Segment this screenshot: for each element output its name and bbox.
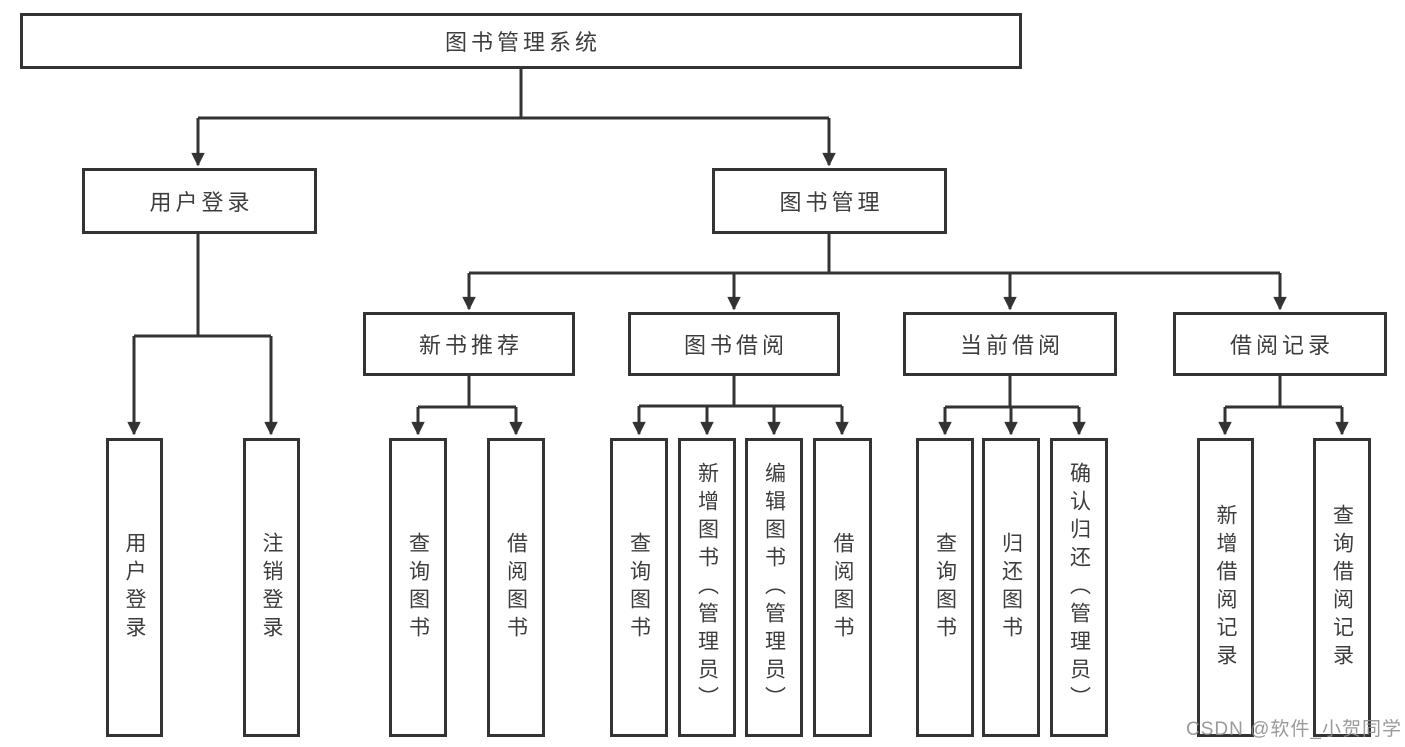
leaf-add-borrow-record: 新增借阅记录 bbox=[1197, 438, 1254, 737]
leaf-logout: 注销登录 bbox=[243, 438, 300, 737]
csdn-watermark: CSDN @软件_小贺同学 bbox=[1186, 719, 1402, 740]
leaf-borrow-book: 借阅图书 bbox=[813, 438, 872, 737]
node-borrowing-records: 借阅记录 bbox=[1173, 312, 1387, 376]
node-book-borrowing: 图书借阅 bbox=[628, 312, 840, 376]
node-root-system: 图书管理系统 bbox=[20, 13, 1022, 69]
node-current-borrowing: 当前借阅 bbox=[903, 312, 1117, 376]
node-user-login: 用户登录 bbox=[82, 168, 317, 234]
leaf-borrow-book-recommend: 借阅图书 bbox=[487, 438, 545, 737]
leaf-query-book-borrow: 查询图书 bbox=[610, 438, 668, 737]
leaf-add-book-admin: 新增图书（管理员） bbox=[678, 438, 736, 737]
leaf-confirm-return-admin: 确认归还（管理员） bbox=[1050, 438, 1108, 737]
node-book-management: 图书管理 bbox=[712, 168, 947, 234]
leaf-query-book-recommend: 查询图书 bbox=[389, 438, 447, 737]
leaf-edit-book-admin: 编辑图书（管理员） bbox=[745, 438, 803, 737]
leaf-query-book-current: 查询图书 bbox=[916, 438, 974, 737]
node-new-book-recommend: 新书推荐 bbox=[363, 312, 575, 376]
leaf-return-book: 归还图书 bbox=[982, 438, 1040, 737]
leaf-query-borrow-record: 查询借阅记录 bbox=[1313, 438, 1371, 737]
leaf-user-login: 用户登录 bbox=[106, 438, 163, 737]
